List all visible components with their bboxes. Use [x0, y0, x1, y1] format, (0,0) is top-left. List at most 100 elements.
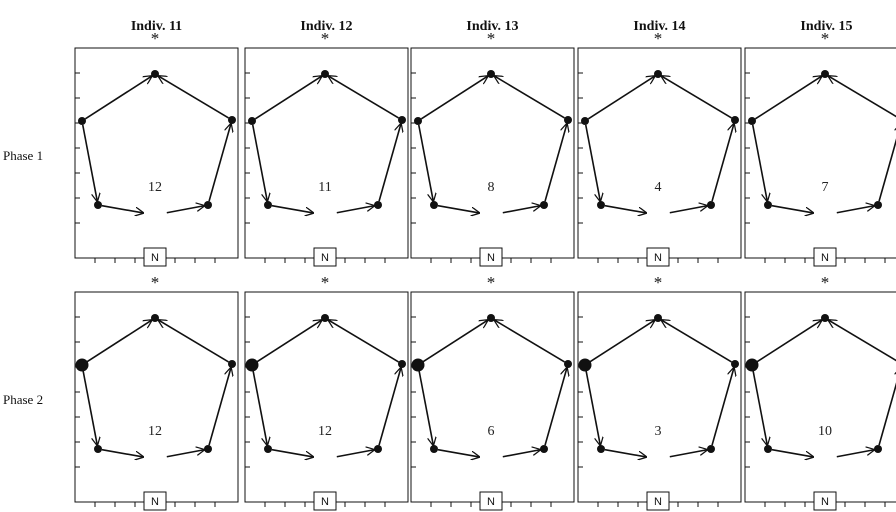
transition-arrow	[754, 76, 821, 120]
transition-arrow	[494, 320, 565, 363]
feeder-node	[874, 201, 882, 209]
feeder-node	[578, 358, 592, 372]
transition-arrow	[544, 368, 567, 446]
feeder-node	[707, 201, 715, 209]
feeder-node	[731, 360, 739, 368]
visit-count: 7	[822, 180, 829, 195]
transition-arrow	[420, 320, 487, 364]
feeder-node	[321, 314, 329, 322]
column-header: Indiv. 13	[466, 19, 518, 34]
feeder-node	[430, 201, 438, 209]
transition-arrow	[420, 76, 487, 120]
transition-arrow	[378, 368, 401, 446]
feeder-node	[264, 445, 272, 453]
feeder-node	[228, 116, 236, 124]
panel-frame	[244, 47, 409, 259]
star-marker: *	[487, 273, 496, 292]
nest-box	[313, 491, 337, 511]
feeder-node	[764, 201, 772, 209]
star-marker: *	[821, 29, 830, 48]
visit-count: 12	[148, 180, 162, 195]
feeder-node	[398, 116, 406, 124]
panel-frame	[410, 47, 575, 259]
column-header: Indiv. 14	[633, 19, 685, 34]
feeder-node	[75, 358, 89, 372]
transition-arrow	[437, 448, 479, 457]
transition-arrow	[661, 76, 732, 119]
feeder-node	[204, 445, 212, 453]
nest-label: N	[654, 252, 662, 264]
transition-arrow	[587, 320, 654, 364]
nest-label: N	[487, 252, 495, 264]
nest-box	[646, 491, 670, 511]
visit-count: 4	[655, 180, 662, 195]
panels: *12N*11N*8N*4N*7N*12N*12N*6N*3N*10N	[74, 29, 896, 511]
feeder-node	[564, 116, 572, 124]
nest-box	[813, 247, 837, 267]
feeder-node	[248, 117, 256, 125]
feeder-node	[654, 314, 662, 322]
transition-arrow	[751, 368, 768, 445]
feeder-node	[597, 445, 605, 453]
transition-arrow	[251, 368, 268, 445]
transition-arrow	[836, 450, 874, 458]
feeder-node	[821, 70, 829, 78]
transition-arrow	[502, 206, 540, 214]
feeder-node	[874, 445, 882, 453]
feeder-node	[581, 117, 589, 125]
transition-arrow	[254, 76, 321, 120]
visit-count: 3	[655, 424, 662, 439]
nest-box	[479, 247, 503, 267]
feeder-node	[411, 358, 425, 372]
feeder-node	[597, 201, 605, 209]
transition-arrow	[604, 448, 646, 457]
transition-arrow	[101, 448, 143, 457]
panel: *12N	[74, 29, 239, 267]
star-marker: *	[321, 273, 330, 292]
transition-arrow	[502, 450, 540, 458]
star-marker: *	[151, 273, 160, 292]
star-marker: *	[654, 273, 663, 292]
star-marker: *	[654, 29, 663, 48]
feeder-node	[398, 360, 406, 368]
transition-arrow	[378, 124, 401, 202]
nest-label: N	[151, 252, 159, 264]
transition-arrow	[437, 204, 479, 213]
transition-arrow	[208, 368, 231, 446]
visit-count: 11	[318, 180, 331, 195]
transition-arrow	[254, 320, 321, 364]
panel: *3N	[577, 273, 742, 511]
column-header: Indiv. 15	[800, 19, 852, 34]
transition-arrow	[587, 76, 654, 120]
feeder-node	[414, 117, 422, 125]
panel: *11N	[244, 29, 409, 267]
transition-arrow	[271, 204, 313, 213]
feeder-node	[228, 360, 236, 368]
feeder-node	[654, 70, 662, 78]
feeder-node	[707, 445, 715, 453]
panel: *7N	[744, 29, 896, 267]
nest-label: N	[321, 496, 329, 508]
feeder-node	[430, 445, 438, 453]
transition-arrow	[158, 320, 229, 363]
row-label: Phase 2	[3, 392, 43, 407]
panel: *12N	[244, 273, 409, 511]
nest-box	[813, 491, 837, 511]
nest-label: N	[821, 496, 829, 508]
feeder-node	[540, 445, 548, 453]
transition-arrow	[828, 76, 896, 118]
visit-count: 6	[488, 424, 495, 439]
transition-arrow	[328, 76, 399, 119]
transition-arrow	[417, 124, 434, 201]
feeder-node	[94, 201, 102, 209]
transition-arrow	[584, 368, 601, 445]
feeder-node	[487, 314, 495, 322]
transition-arrow	[754, 320, 821, 364]
feeder-node	[245, 358, 259, 372]
transition-arrow	[771, 204, 813, 213]
transition-arrow	[251, 124, 268, 201]
panel-frame	[744, 47, 896, 259]
panel: *8N	[410, 29, 575, 267]
transition-arrow	[84, 320, 151, 364]
